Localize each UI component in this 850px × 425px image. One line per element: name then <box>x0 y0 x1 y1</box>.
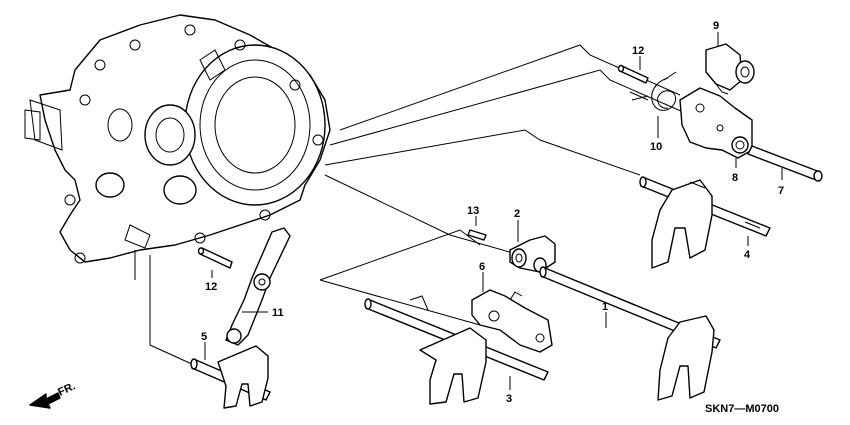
callout-13: 13 <box>467 205 479 217</box>
callout-4: 4 <box>744 249 751 261</box>
callout-numbers: 12 9 10 8 7 4 13 2 6 1 3 11 12 5 <box>201 20 784 405</box>
pin-upper <box>617 64 649 84</box>
callout-10: 10 <box>650 141 662 153</box>
pin-lower <box>197 247 233 269</box>
callout-6: 6 <box>479 261 485 273</box>
callout-8: 8 <box>732 172 738 184</box>
interlock-switch <box>705 43 755 95</box>
callout-5: 5 <box>201 331 207 343</box>
callout-2: 2 <box>514 208 520 220</box>
callout-11: 11 <box>272 307 284 319</box>
shift-fork-upper <box>639 176 771 269</box>
shift-rod-long <box>539 266 721 401</box>
front-direction-indicator: FR. <box>29 380 77 409</box>
shift-piece <box>509 235 556 273</box>
callout-9: 9 <box>713 20 719 32</box>
diagram-code: SKN7—M0700 <box>705 403 779 415</box>
shift-guide <box>471 289 553 353</box>
pin-small <box>467 229 487 241</box>
callout-12-lower: 12 <box>205 281 217 293</box>
callout-1: 1 <box>602 301 608 313</box>
shift-lever <box>225 227 291 346</box>
callout-3: 3 <box>506 393 512 405</box>
front-arrow-icon <box>29 392 61 409</box>
return-spring <box>629 71 677 111</box>
transmission-case-illustration <box>24 14 331 264</box>
shift-shaft-short <box>747 145 823 182</box>
callout-12-upper: 12 <box>632 45 644 57</box>
shift-arm-bracket <box>679 87 753 159</box>
leader-lines <box>134 44 691 371</box>
callout-7: 7 <box>778 185 784 197</box>
callout-leaders <box>204 32 783 390</box>
front-label: FR. <box>56 380 77 398</box>
shift-fork-lower <box>190 345 271 409</box>
shift-rod-middle <box>364 295 549 405</box>
